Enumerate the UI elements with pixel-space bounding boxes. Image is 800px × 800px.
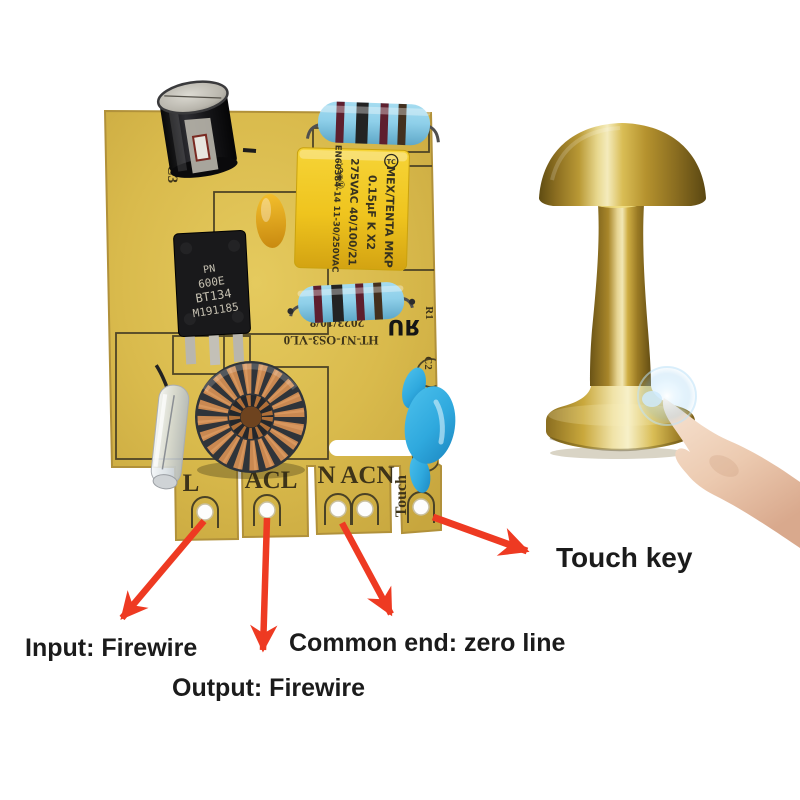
pad-outlines xyxy=(191,491,435,528)
arrow-common xyxy=(339,521,394,617)
film-cap-logo: TC xyxy=(387,158,397,166)
hole-neutral-2 xyxy=(356,500,374,518)
ul-recognized-mark: ЯU xyxy=(387,315,420,339)
triac-line3: BT134 xyxy=(195,286,233,305)
film-cap-cert-icons: △⊘◉Ⓤ xyxy=(336,161,347,189)
lamp-shadow xyxy=(550,447,686,459)
white-stripe-artifact xyxy=(329,440,417,456)
silkscreen-model: HT-NJ-OS3-VL0 xyxy=(284,333,379,348)
callout-arrows xyxy=(119,513,530,653)
hole-acl xyxy=(258,501,276,519)
triac-ic: PN 600E BT134 M191185 xyxy=(173,229,251,366)
glass-fuse xyxy=(150,364,190,490)
polarity-dash xyxy=(242,148,257,153)
film-cap-line3: 275VAC 40/100/21 xyxy=(346,158,361,266)
common-end-label: Common end: zero line xyxy=(289,629,566,657)
arrow-touch-key xyxy=(431,513,530,556)
film-cap-line1: MEX/TENTA MKP xyxy=(381,166,397,268)
arrow-input xyxy=(119,518,207,621)
resistor-bottom xyxy=(287,282,416,323)
terminal-label-touch: Touch xyxy=(393,475,410,517)
triac-line1: PN xyxy=(203,263,217,276)
terminal-label-live: L xyxy=(183,470,200,497)
hole-live xyxy=(196,503,214,521)
touch-key-label: Touch key xyxy=(556,542,693,573)
yellow-blob-capacitor xyxy=(255,194,287,248)
input-firewire-label: Input: Firewire xyxy=(25,634,198,662)
hand-silhouette xyxy=(662,398,800,548)
hole-neutral-1 xyxy=(329,500,347,518)
terminal-label-nacn: N ACN xyxy=(317,462,394,489)
lamp-dome xyxy=(539,123,706,206)
triac-line2: 600E xyxy=(197,274,225,291)
toroid-inductor xyxy=(195,361,307,479)
thermistor-blob xyxy=(402,367,456,493)
hand-pointer xyxy=(662,398,800,548)
silkscreen-c2: C2 xyxy=(422,356,434,370)
touch-glow xyxy=(637,366,697,426)
lamp-stem xyxy=(590,204,651,386)
hole-touch xyxy=(412,498,430,516)
touch-lamp xyxy=(539,123,706,459)
film-cap-line2: 0.15µF K X2 xyxy=(364,175,379,250)
film-cap-line4: EN60384-14 11-30/250VAC xyxy=(329,145,342,273)
electrolytic-capacitor xyxy=(156,80,238,178)
film-capacitor: TC MEX/TENTA MKP 0.15µF K X2 275VAC 40/1… xyxy=(294,145,410,273)
arrow-output xyxy=(250,517,278,653)
resistor-top xyxy=(305,101,440,146)
output-firewire-label: Output: Firewire xyxy=(172,674,366,702)
silkscreen-r1: R1 xyxy=(423,306,435,319)
terminal-holes xyxy=(196,498,430,521)
